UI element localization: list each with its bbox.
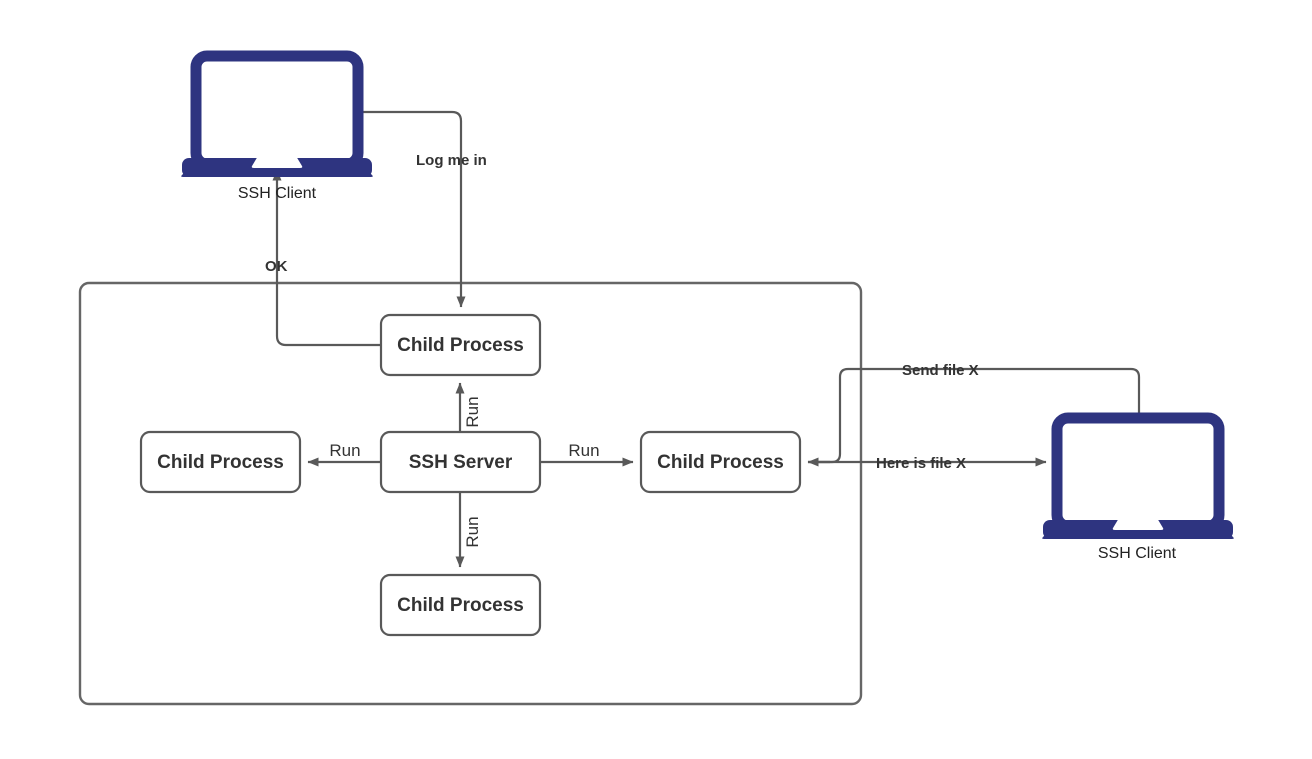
child-process-left-label: Child Process (157, 452, 284, 473)
ssh-client-right[interactable]: SSH Client (1042, 412, 1234, 562)
connector-log-me-in (358, 110, 466, 308)
edge-label-here-is-file-x: Here is file X (876, 455, 966, 472)
ssh-client-right-caption: SSH Client (1098, 545, 1177, 562)
server-host-container (78, 281, 863, 706)
child-process-top[interactable]: Child Process (379, 313, 542, 377)
ssh-server[interactable]: SSH Server (379, 430, 542, 494)
edge-label-run-bottom: Run (463, 516, 482, 547)
ssh-client-top-caption: SSH Client (238, 185, 317, 202)
ssh-server-label: SSH Server (409, 452, 513, 473)
laptop-icon (181, 50, 373, 177)
child-process-bottom[interactable]: Child Process (379, 573, 542, 637)
laptop-icon (1042, 412, 1234, 539)
connector-ok (272, 169, 381, 347)
child-process-left[interactable]: Child Process (139, 430, 302, 494)
child-process-right[interactable]: Child Process (639, 430, 802, 494)
child-process-bottom-label: Child Process (397, 595, 524, 616)
edge-label-send-file-x: Send file X (902, 362, 979, 379)
edge-label-run-left: Run (329, 441, 360, 460)
edge-label-log-me-in: Log me in (416, 152, 487, 169)
connector-send-file-x (808, 367, 1141, 464)
child-process-right-label: Child Process (657, 452, 784, 473)
ssh-client-top[interactable]: SSH Client (181, 50, 373, 202)
child-process-top-label: Child Process (397, 335, 524, 356)
edge-label-run-right: Run (568, 441, 599, 460)
edge-label-run-top: Run (463, 396, 482, 427)
edge-label-ok: OK (265, 258, 288, 275)
